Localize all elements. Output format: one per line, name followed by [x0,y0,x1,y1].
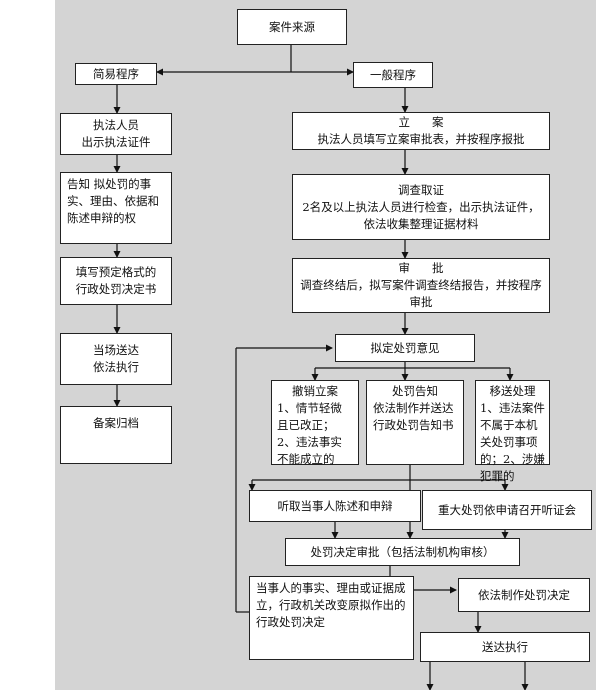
node-decision-approval: 处罚决定审批（包括法制机构审核） [285,538,520,566]
node-transfer: 移送处理 1、违法案件不属于本机关处罚事项的；2、涉嫌犯罪的 [475,380,550,483]
node-general-procedure: 一般程序 [353,62,433,88]
node-notify: 告知 拟处罚的事实、理由、依据和陈述申辩的权 [60,172,172,244]
node-simple-procedure: 简易程序 [75,63,157,85]
node-draft-opinion: 拟定处罚意见 [335,334,475,362]
node-file-case: 立 案 执法人员填写立案审批表，并按程序报批 [292,112,550,150]
node-approve: 审 批 调查终结后，拟写案件调查终结报告，并按程序审批 [292,258,550,313]
node-show-id: 执法人员 出示执法证件 [60,113,172,155]
node-penalty-notice: 处罚告知 依法制作并送达行政处罚告知书 [366,380,464,465]
node-revoke-case: 撤销立案 1、情节轻微且已改正； 2、违法事实不能成立的 [271,380,359,466]
node-investigate: 调查取证 2名及以上执法人员进行检查，出示执法证件，依法收集整理证据材料 [292,174,550,240]
node-deliver-execute: 送达执行 [420,632,590,662]
node-hear-statements: 听取当事人陈述和申辩 [249,490,421,522]
node-deliver-now: 当场送达 依法执行 [60,333,172,385]
node-facts-valid: 当事人的事实、理由或证据成立，行政机关改变原拟作出的行政处罚决定 [249,576,414,660]
node-case-source: 案件来源 [237,9,347,45]
node-archive: 备案归档 [60,406,172,464]
node-fill-form: 填写预定格式的 行政处罚决定书 [60,257,172,305]
node-hearing: 重大处罚依申请召开听证会 [422,490,592,530]
node-make-decision: 依法制作处罚决定 [458,578,590,612]
